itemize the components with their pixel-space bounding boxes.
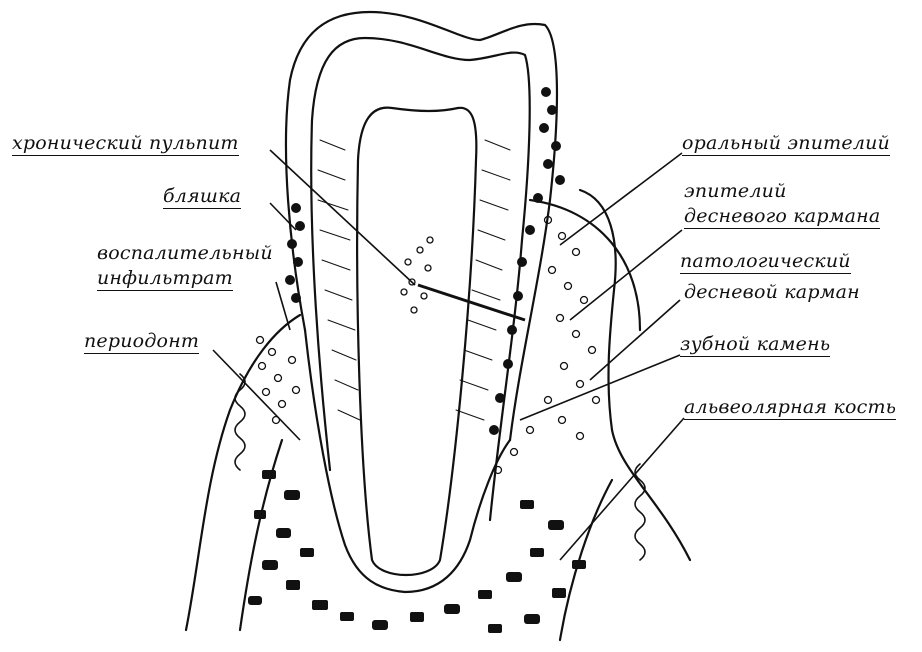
- label-oral-epithelium: оральный эпителий: [682, 134, 890, 156]
- label-inflammatory-infiltrate-line2: инфильтрат: [97, 269, 233, 291]
- label-pocket-epithelium-line1: эпителий: [684, 182, 787, 201]
- bone-trabeculae: [248, 470, 586, 633]
- label-chronic-pulpitis: хронический пульпит: [12, 134, 239, 156]
- label-inflammatory-infiltrate-line1: воспалительный: [97, 244, 273, 263]
- alveolar-bone-outline: [240, 440, 612, 640]
- left-gingiva-outline: [186, 315, 300, 630]
- tooth-enamel-outline: [286, 12, 557, 440]
- plaque-dots: [285, 87, 565, 435]
- label-pocket-epithelium-line2: десневого кармана: [684, 207, 880, 229]
- tooth-root-outline: [305, 330, 510, 592]
- label-plaque: бляшка: [163, 187, 241, 209]
- label-alveolar-bone: альвеолярная кость: [684, 398, 896, 420]
- infiltrate-circles: [257, 217, 600, 474]
- label-calculus: зубной камень: [680, 335, 830, 357]
- pulp-chamber: [357, 108, 476, 575]
- label-pathological-pocket-line2: десневой карман: [684, 283, 860, 302]
- label-periodontium: периодонт: [84, 332, 199, 354]
- label-pathological-pocket-line1: патологический: [680, 252, 851, 274]
